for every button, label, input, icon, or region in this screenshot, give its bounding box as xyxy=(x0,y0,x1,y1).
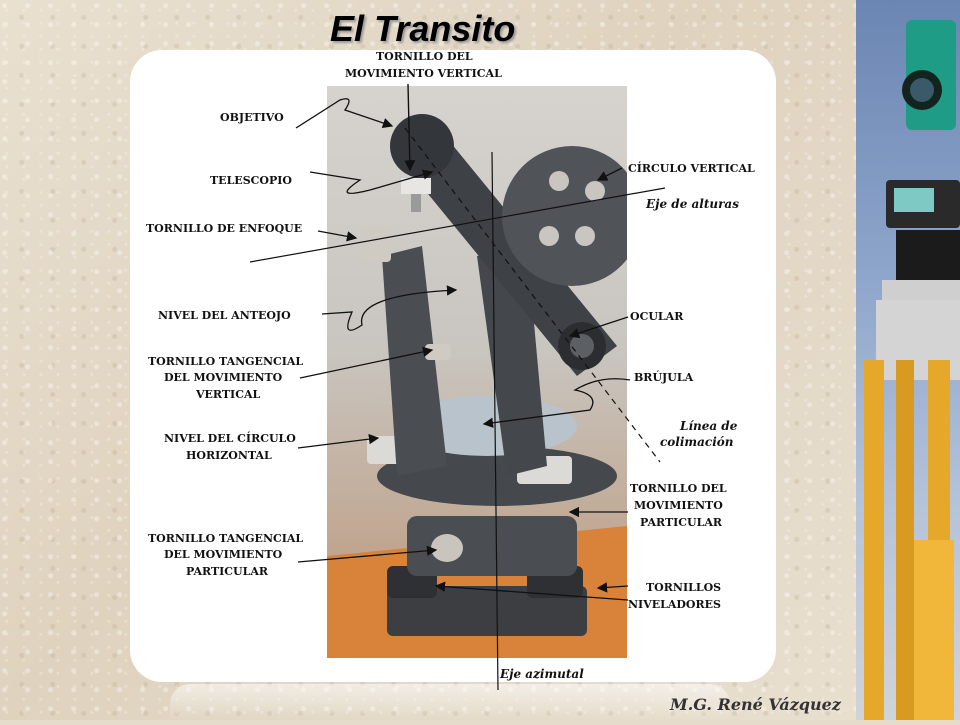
arrow-nivel-circulo xyxy=(297,433,380,449)
panel-reflection xyxy=(170,684,730,720)
diagram-annotations: TORNILLO DEL MOVIMIENTO VERTICAL OBJETIV… xyxy=(146,50,755,691)
altitude-axis-line xyxy=(249,187,666,263)
page-title: El Transito xyxy=(330,8,516,49)
total-station-photo xyxy=(856,0,960,720)
arrow-objetivo xyxy=(295,98,394,129)
label-telescopio: TELESCOPIO xyxy=(210,174,292,187)
label-tornillo-tangencial-particular: TORNILLO TANGENCIAL DEL MOVIMIENTO PARTI… xyxy=(148,532,307,578)
label-tornillo-movimiento-vertical: TORNILLO DEL MOVIMIENTO VERTICAL xyxy=(345,50,502,80)
base-plate xyxy=(387,586,587,636)
transit-instrument-photo xyxy=(327,86,627,658)
vertical-circle xyxy=(502,146,627,286)
label-circulo-vertical: CÍRCULO VERTICAL xyxy=(628,161,755,175)
standard-left xyxy=(382,246,447,476)
focus-knob xyxy=(361,226,391,262)
label-tornillo-movimiento-particular: TORNILLO DEL MOVIMIENTO PARTICULAR xyxy=(630,482,731,529)
label-nivel-anteojo: NIVEL DEL ANTEOJO xyxy=(158,309,291,322)
arrow-vertical-screw xyxy=(404,83,416,172)
label-tornillos-niveladores: TORNILLOS NIVELADORES xyxy=(628,581,725,611)
arrow-nivel-anteojo xyxy=(321,285,458,331)
label-tornillo-tangencial-vertical: TORNILLO TANGENCIAL DEL MOVIMIENTO VERTI… xyxy=(148,355,307,401)
arrow-enfoque xyxy=(317,230,358,242)
label-eje-alturas: Eje de alturas xyxy=(645,197,739,211)
arrow-niveladores-left xyxy=(434,581,629,601)
label-objetivo: OBJETIVO xyxy=(220,111,284,124)
label-linea-colimacion: Línea de colimación xyxy=(660,419,742,449)
arrow-ocular xyxy=(568,316,629,339)
author-credit: M.G. René Vázquez xyxy=(670,695,841,714)
telescope-tube xyxy=(397,126,617,376)
azimuthal-axis-line xyxy=(491,151,499,691)
vertical-clamp-screw xyxy=(401,178,431,194)
arrow-niveladores-right xyxy=(596,582,629,593)
arrow-circulo-vertical xyxy=(596,167,623,181)
collimation-line xyxy=(404,127,661,463)
arrow-brujula xyxy=(482,378,631,428)
tripod-leg-center xyxy=(896,360,914,720)
arrow-tangencial-particular xyxy=(297,545,438,563)
arrow-tangencial-vertical xyxy=(299,346,434,379)
arrow-telescopio xyxy=(309,169,434,194)
label-ocular: OCULAR xyxy=(630,310,684,323)
label-nivel-circulo-horizontal: NIVEL DEL CÍRCULO HORIZONTAL xyxy=(164,431,300,462)
label-tornillo-enfoque: TORNILLO DE ENFOQUE xyxy=(146,222,302,235)
tripod-leg-left xyxy=(864,360,884,720)
label-brujula: BRÚJULA xyxy=(634,370,694,384)
label-eje-azimutal: Eje azimutal xyxy=(499,667,584,681)
station-screen xyxy=(894,188,934,212)
tangent-screw-particular xyxy=(431,534,463,562)
